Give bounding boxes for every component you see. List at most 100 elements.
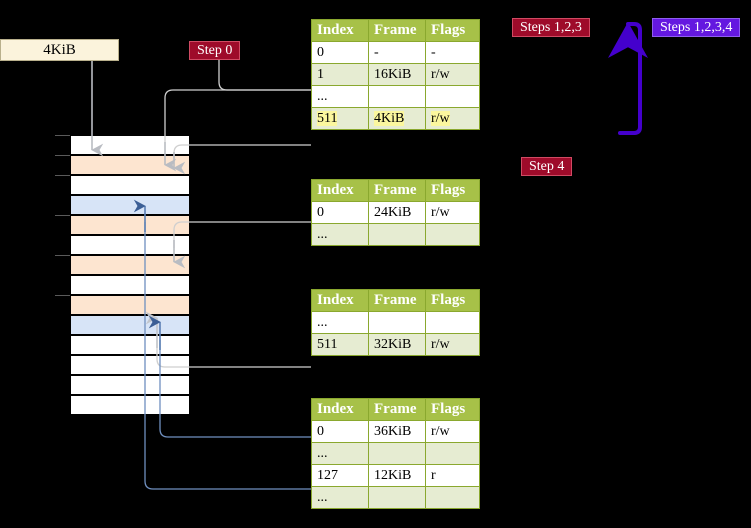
column-header-frame: Frame [368,398,426,421]
memory-frame-row [70,175,190,195]
highlighted-value: 511 [317,110,338,126]
badge-steps-1234-label: Steps 1,2,3,4 [660,19,733,35]
cell-frame: 16KiB [368,63,426,86]
badge-step-0: Step 0 [189,41,241,60]
memory-frame-row [70,235,190,255]
cell-flags: r/w [425,63,480,86]
cell-frame [368,442,426,465]
column-header-flags: Flags [425,398,480,421]
badge-step-4-label: Step 4 [529,158,565,174]
table-row: ... [311,223,480,246]
column-header-index: Index [311,289,369,312]
memory-frame-row [70,335,190,355]
column-header-frame: Frame [368,289,426,312]
memory-frame-row [70,135,190,155]
cell-frame [368,223,426,246]
table-row: 0-- [311,41,480,64]
column-header-index: Index [311,398,369,421]
cell-flags: - [425,41,480,64]
memory-frame-row [70,395,190,415]
cell-frame: 36KiB [368,420,426,443]
cell-frame [368,85,426,108]
memory-frame-tick [55,295,70,296]
cell-index: ... [311,486,369,509]
badge-steps-123: Steps 1,2,3 [512,18,590,37]
cell-flags: r/w [425,107,480,130]
badge-steps-1234: Steps 1,2,3,4 [652,18,741,37]
table-row: 511 4KiB r/w [311,107,480,130]
column-header-flags: Flags [425,289,480,312]
cell-flags: r/w [425,333,480,356]
memory-frame-tick [55,155,70,156]
cell-flags [425,223,480,246]
cell-frame: - [368,41,426,64]
cell-frame [368,486,426,509]
badge-steps-123-label: Steps 1,2,3 [520,19,582,35]
cell-flags [425,311,480,334]
cell-frame: 32KiB [368,333,426,356]
highlighted-value: r/w [431,110,450,126]
column-header-index: Index [311,179,369,202]
column-header-frame: Frame [368,19,426,42]
table-row: ... [311,442,480,465]
memory-frame-row [70,195,190,215]
memory-frame-row [70,275,190,295]
cell-index: ... [311,85,369,108]
cell-index: ... [311,442,369,465]
column-header-flags: Flags [425,179,480,202]
cell-flags [425,442,480,465]
memory-frame-row [70,155,190,175]
page-size-box: 4KiB [0,39,119,61]
badge-step-4: Step 4 [521,157,573,176]
memory-frame-tick [55,215,70,216]
cell-index: 0 [311,201,369,224]
column-header-flags: Flags [425,19,480,42]
cell-index: 1 [311,63,369,86]
cell-index: 511 [311,107,369,130]
cell-frame [368,311,426,334]
table-row: ... [311,486,480,509]
cell-frame: 4KiB [368,107,426,130]
highlighted-value: 4KiB [374,110,405,126]
memory-frame-row [70,375,190,395]
cell-flags: r/w [425,420,480,443]
column-header-index: Index [311,19,369,42]
table-row: ... [311,311,480,334]
cell-frame: 12KiB [368,464,426,487]
memory-frame-row [70,215,190,235]
memory-frame-tick [55,255,70,256]
cell-index: ... [311,223,369,246]
memory-frame-row [70,295,190,315]
cell-index: 0 [311,41,369,64]
cell-flags [425,486,480,509]
physical-memory-column [55,135,190,415]
cell-frame: 24KiB [368,201,426,224]
memory-frame-row [70,355,190,375]
memory-frame-tick [55,135,70,136]
cell-flags: r/w [425,201,480,224]
memory-frame-tick [55,175,70,176]
cell-flags: r [425,464,480,487]
memory-frame-row [70,255,190,275]
cell-flags [425,85,480,108]
memory-frame-row [70,315,190,335]
cell-index: ... [311,311,369,334]
cell-index: 0 [311,420,369,443]
page-size-label: 4KiB [43,41,76,58]
table-row: ... [311,85,480,108]
cell-index: 127 [311,464,369,487]
column-header-frame: Frame [368,179,426,202]
badge-step-0-label: Step 0 [197,42,233,58]
